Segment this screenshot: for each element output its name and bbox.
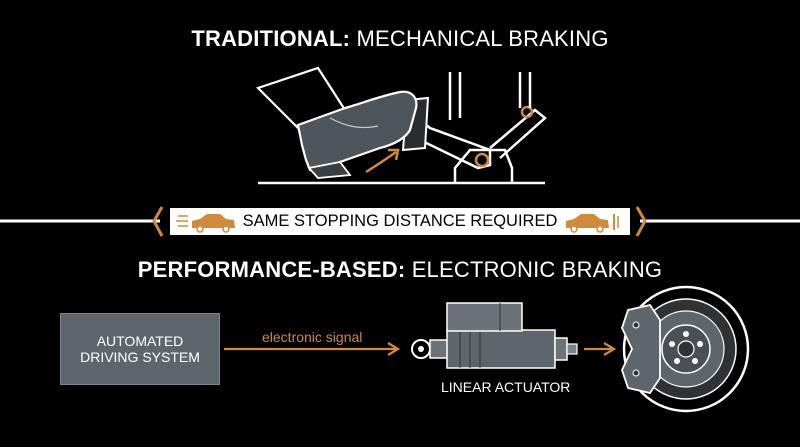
bottom-title-normal: ELECTRONIC BRAKING bbox=[411, 257, 663, 282]
signal-arrow bbox=[224, 342, 401, 356]
car-icon bbox=[176, 214, 235, 233]
automated-driving-system-box: AUTOMATED DRIVING SYSTEM bbox=[60, 313, 220, 385]
pedal-arm bbox=[418, 117, 492, 170]
bottom-title-bold: PERFORMANCE-BASED: bbox=[137, 257, 406, 282]
rod-right bbox=[518, 72, 532, 108]
pedal-base bbox=[453, 148, 514, 183]
shoe bbox=[296, 90, 418, 172]
car-icon bbox=[566, 214, 619, 233]
banner-box bbox=[170, 208, 630, 235]
press-arrow-head bbox=[388, 148, 400, 161]
brake-disc-icon bbox=[621, 285, 750, 413]
bottom-title: PERFORMANCE-BASED: ELECTRONIC BRAKING bbox=[0, 257, 800, 283]
linear-actuator-icon bbox=[411, 302, 578, 369]
force-arrow bbox=[584, 342, 617, 356]
linkage-arm bbox=[489, 108, 547, 159]
banner-chevron-left bbox=[152, 206, 164, 237]
shoe-laces bbox=[329, 117, 379, 129]
banner-chevron-right bbox=[635, 206, 647, 237]
linkage-pivot bbox=[520, 105, 534, 119]
banner-text: SAME STOPPING DISTANCE REQUIRED bbox=[242, 212, 558, 230]
ads-label: AUTOMATED DRIVING SYSTEM bbox=[61, 333, 219, 365]
signal-label: electronic signal bbox=[262, 329, 363, 345]
pedal-pivot bbox=[474, 152, 490, 168]
actuator-label: LINEAR ACTUATOR bbox=[441, 379, 571, 395]
ads-label-line1: AUTOMATED bbox=[96, 333, 184, 349]
foot-on-pedal-icon bbox=[255, 66, 547, 185]
top-title-normal: MECHANICAL BRAKING bbox=[356, 26, 609, 51]
brake-caliper bbox=[621, 303, 661, 395]
press-arrow bbox=[365, 150, 397, 174]
shoe-heel bbox=[307, 161, 352, 179]
top-title-bold: TRADITIONAL: bbox=[191, 26, 351, 51]
rod-left bbox=[448, 72, 462, 120]
banner bbox=[0, 206, 800, 237]
top-title: TRADITIONAL: MECHANICAL BRAKING bbox=[0, 26, 800, 52]
ads-label-line2: DRIVING SYSTEM bbox=[80, 349, 200, 365]
